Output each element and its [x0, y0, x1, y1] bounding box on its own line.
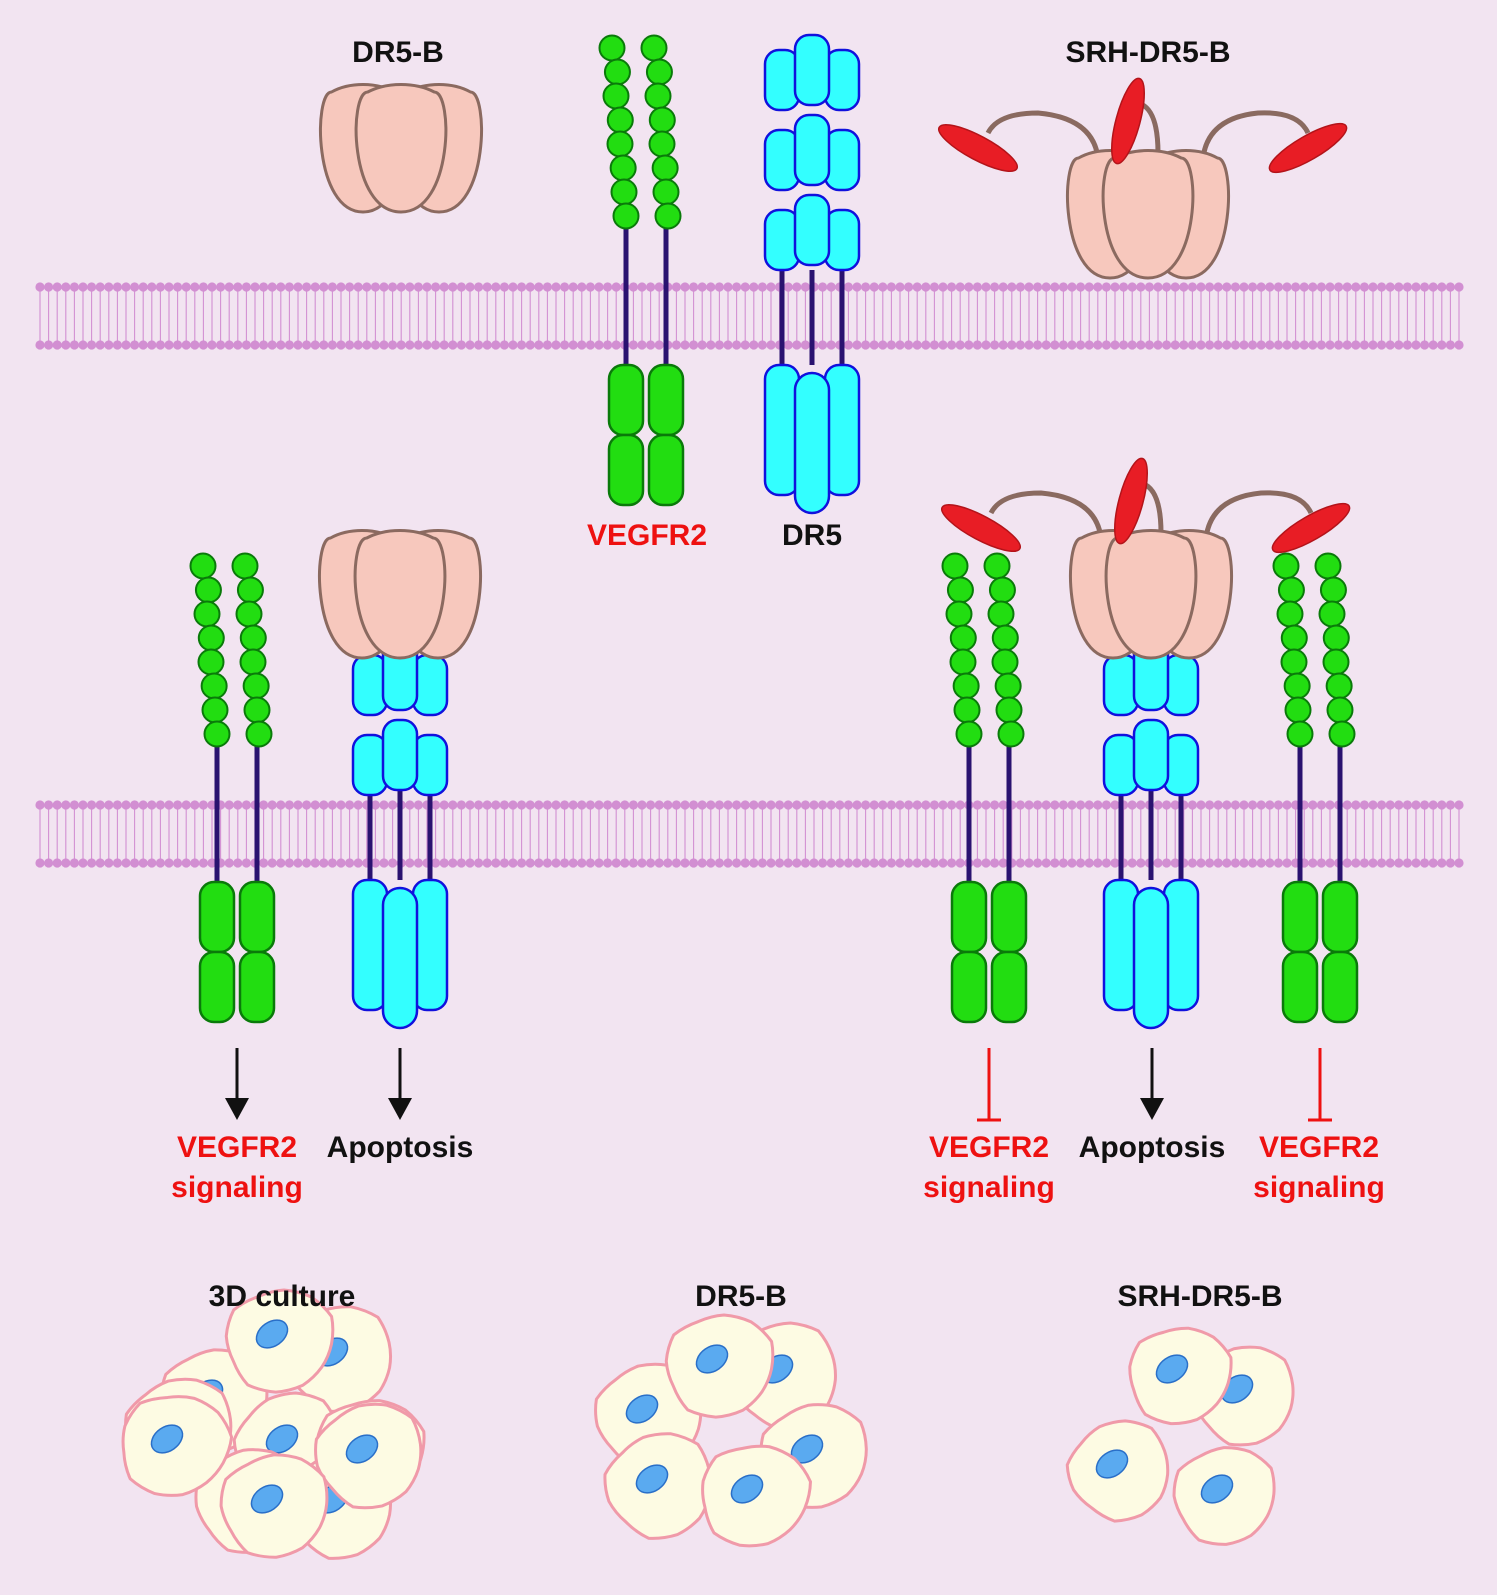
- right-vegfr2-signaling-1-line1: VEGFR2: [928, 1131, 1050, 1164]
- 3d-culture-label: 3D culture: [208, 1280, 356, 1313]
- dr5b-culture-label: DR5-B: [695, 1280, 787, 1313]
- left-vegfr2-signaling-line2: signaling: [171, 1171, 303, 1204]
- right-vegfr2-signaling-label-2: VEGFR2 signaling: [1253, 1128, 1385, 1208]
- right-srh-dr5b-trimer: [1069, 529, 1233, 660]
- srh-dr5b-ligand: [937, 77, 1348, 280]
- dr5b-ligand: [319, 83, 483, 214]
- right-vegfr2-inhibit-1: [977, 1048, 1001, 1122]
- right-apoptosis-arrow: [1140, 1048, 1164, 1120]
- right-apoptosis-label: Apoptosis: [1078, 1131, 1226, 1164]
- left-vegfr2-signaling-line1: VEGFR2: [176, 1131, 298, 1164]
- right-vegfr2-signaling-1-line2: signaling: [923, 1171, 1055, 1204]
- top-dr5-receptor: [763, 33, 861, 515]
- right-vegfr2-signaling-label-1: VEGFR2 signaling: [923, 1128, 1055, 1208]
- srh-dr5b-culture-label: SRH-DR5-B: [1117, 1280, 1283, 1313]
- right-vegfr2-receptor-1: [941, 552, 1028, 1024]
- vegfr2-receptor-label: VEGFR2: [586, 519, 708, 552]
- right-srh-dr5b-ligand: [940, 457, 1351, 660]
- left-vegfr2-signaling-label: VEGFR2 signaling: [171, 1128, 303, 1208]
- left-vegfr2-arrow: [225, 1048, 249, 1120]
- 3d-culture-cells: [121, 1288, 426, 1560]
- srh-dr5b-culture-cells: [1065, 1326, 1295, 1546]
- left-apoptosis-arrow: [388, 1048, 412, 1120]
- bottom-membrane: [35, 800, 1464, 868]
- left-apoptosis-label: Apoptosis: [326, 1131, 474, 1164]
- left-dr5b-ligand: [318, 529, 482, 660]
- dr5-receptor-label: DR5: [781, 519, 843, 552]
- srh-dr5b-ligand-label: SRH-DR5-B: [1065, 36, 1231, 69]
- right-vegfr2-signaling-2-line1: VEGFR2: [1258, 1131, 1380, 1164]
- right-vegfr2-signaling-2-line2: signaling: [1253, 1171, 1385, 1204]
- dr5b-ligand-label: DR5-B: [352, 36, 444, 69]
- top-vegfr2-receptor: [598, 34, 685, 507]
- left-vegfr2-receptor: [189, 552, 276, 1024]
- top-membrane: [35, 282, 1464, 350]
- srh-dr5b-trimer: [1066, 149, 1230, 280]
- right-vegfr2-inhibit-2: [1308, 1048, 1332, 1122]
- dr5b-culture-cells: [594, 1313, 868, 1548]
- right-vegfr2-receptor-2: [1272, 552, 1359, 1024]
- left-dr5-receptor: [351, 638, 449, 1030]
